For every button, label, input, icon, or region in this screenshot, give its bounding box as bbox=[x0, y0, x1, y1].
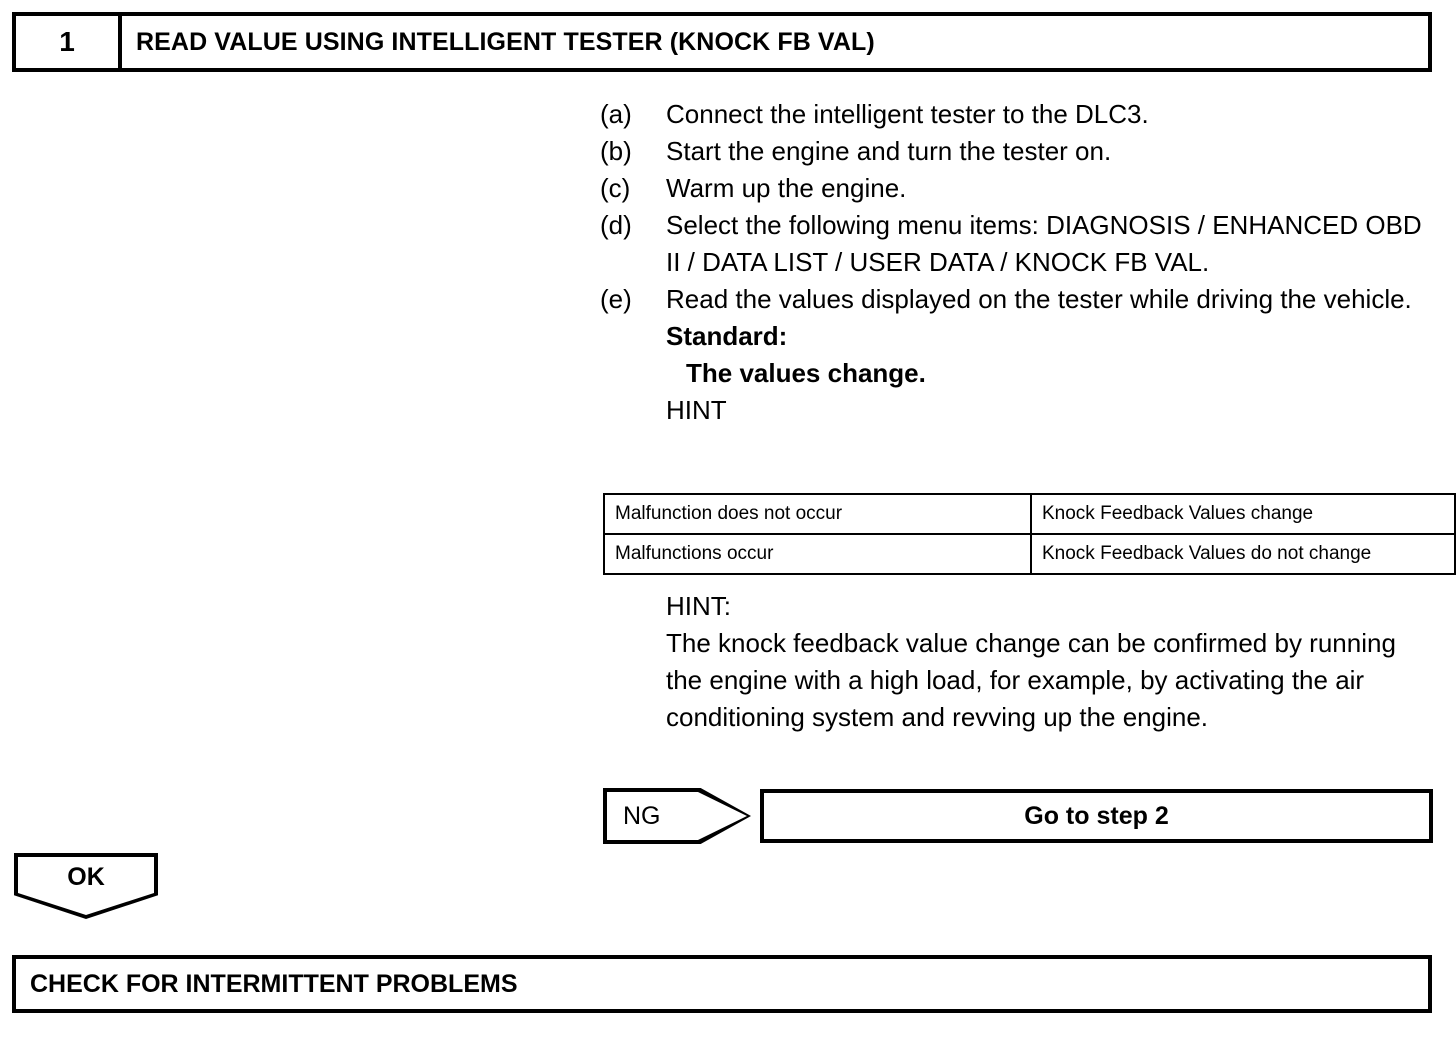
table-cell-result: Knock Feedback Values do not change bbox=[1030, 533, 1456, 575]
procedure-label-d: (d) bbox=[600, 210, 632, 240]
procedure-text-c: Warm up the engine. bbox=[666, 173, 907, 203]
table-row: Malfunctions occur Knock Feedback Values… bbox=[603, 533, 1456, 575]
ok-label: OK bbox=[67, 863, 105, 891]
step-header-bar: 1 READ VALUE USING INTELLIGENT TESTER (K… bbox=[12, 12, 1432, 72]
procedure-label-e: (e) bbox=[600, 284, 632, 314]
step-title: READ VALUE USING INTELLIGENT TESTER (KNO… bbox=[136, 27, 875, 56]
standard-label: Standard: bbox=[666, 321, 788, 351]
step-number-cell: 1 bbox=[16, 16, 122, 68]
result-box[interactable]: CHECK FOR INTERMITTENT PROBLEMS bbox=[12, 955, 1432, 1013]
procedure-label-c: (c) bbox=[600, 173, 631, 203]
procedure-text-e: Read the values displayed on the tester … bbox=[666, 284, 1412, 314]
table-cell-result: Knock Feedback Values change bbox=[1030, 493, 1456, 535]
procedure-item-b: (b) Start the engine and turn the tester… bbox=[600, 133, 1440, 170]
table-cell-condition: Malfunction does not occur bbox=[603, 493, 1032, 535]
procedure-item-c: (c) Warm up the engine. bbox=[600, 170, 1440, 207]
table-cell-condition: Malfunctions occur bbox=[603, 533, 1032, 575]
procedure-item-e: (e) Read the values displayed on the tes… bbox=[600, 281, 1440, 318]
ng-branch-row: NG Go to step 2 bbox=[603, 788, 1433, 844]
hint-note-text: The knock feedback value change can be c… bbox=[666, 628, 1396, 732]
procedure-item-a: (a) Connect the intelligent tester to th… bbox=[600, 96, 1440, 133]
goto-step-box[interactable]: Go to step 2 bbox=[760, 789, 1433, 843]
procedure-label-a: (a) bbox=[600, 99, 632, 129]
hint-heading: HINT bbox=[666, 395, 727, 425]
procedure-text-a: Connect the intelligent tester to the DL… bbox=[666, 99, 1149, 129]
standard-block: Standard: The values change. HINT bbox=[666, 318, 1440, 429]
procedure-label-b: (b) bbox=[600, 136, 632, 166]
ng-label: NG bbox=[623, 801, 661, 830]
hint-note-block: HINT: The knock feedback value change ca… bbox=[666, 588, 1436, 736]
standard-value: The values change. bbox=[686, 358, 926, 388]
procedure-text-b: Start the engine and turn the tester on. bbox=[666, 136, 1112, 166]
ok-branch-arrow: OK bbox=[14, 853, 158, 919]
procedure-list: (a) Connect the intelligent tester to th… bbox=[600, 96, 1440, 429]
procedure-text-d: Select the following menu items: DIAGNOS… bbox=[666, 210, 1422, 277]
hint-table: Malfunction does not occur Knock Feedbac… bbox=[603, 493, 1456, 575]
hint-note-label: HINT: bbox=[666, 591, 731, 621]
procedure-item-d: (d) Select the following menu items: DIA… bbox=[600, 207, 1440, 281]
table-row: Malfunction does not occur Knock Feedbac… bbox=[603, 493, 1456, 535]
